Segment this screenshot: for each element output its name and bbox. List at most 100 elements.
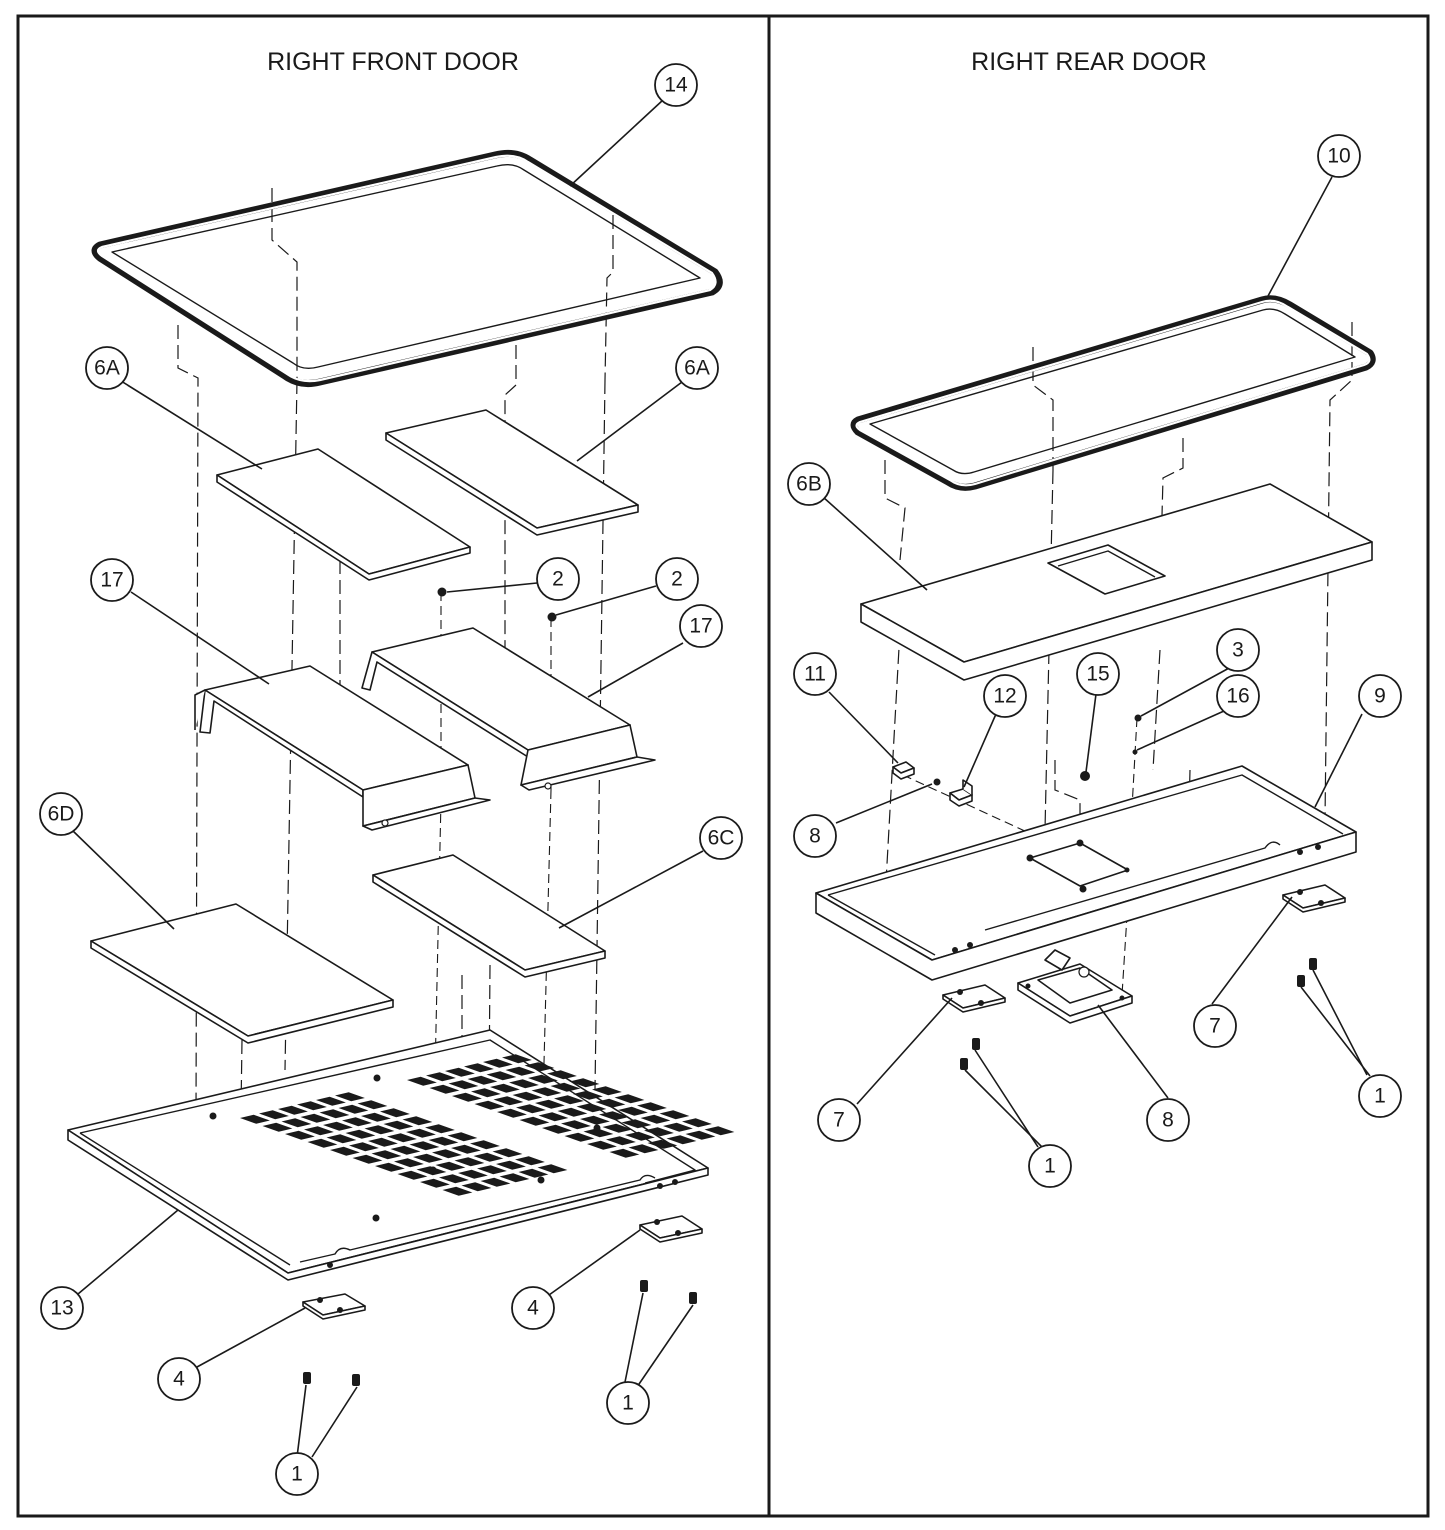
vent-grid-cell xyxy=(330,1146,360,1156)
vent-grid-cell xyxy=(614,1094,645,1104)
vent-grid-cell xyxy=(499,1173,530,1183)
svg-text:14: 14 xyxy=(664,74,688,97)
callout-1-right: 1 xyxy=(606,1381,650,1425)
svg-text:15: 15 xyxy=(1086,663,1109,686)
left-leader-lines xyxy=(71,99,704,1458)
vent-grid-cell xyxy=(397,1170,428,1180)
vent-grid-cell xyxy=(259,1110,289,1120)
vent-grid-cell xyxy=(547,1070,577,1080)
vent-grid-cell xyxy=(486,1071,517,1081)
vent-grid-cell xyxy=(451,1144,481,1154)
svg-text:1: 1 xyxy=(291,1463,303,1486)
svg-text:16: 16 xyxy=(1226,685,1249,708)
vent-grid-cell xyxy=(428,1136,459,1146)
vent-grid-cell xyxy=(474,1100,505,1110)
vent-grid-cell xyxy=(625,1131,655,1141)
screw-2-right xyxy=(547,612,557,622)
vent-grid-cell xyxy=(425,1124,455,1134)
vent-grid-cell xyxy=(471,1088,501,1098)
vent-grid-cell xyxy=(338,1104,369,1114)
vent-grid-cell xyxy=(319,1109,350,1119)
vent-grid-cell xyxy=(402,1116,433,1126)
vent-grid-cell xyxy=(505,1066,536,1076)
vent-grid-cell xyxy=(561,1120,591,1130)
vent-grid-cell xyxy=(628,1144,659,1154)
svg-text:6A: 6A xyxy=(684,357,710,380)
washer-16 xyxy=(1132,749,1138,755)
vent-grid-cell xyxy=(663,1122,693,1132)
vent-grid-cell xyxy=(512,1091,543,1101)
vent-grid-cell xyxy=(447,1132,478,1142)
door-seal-rear xyxy=(850,295,1376,491)
vent-grid-left xyxy=(240,1092,568,1196)
vent-grid-cell xyxy=(599,1111,629,1121)
vent-grid-cell xyxy=(580,1115,610,1125)
callout-6a-right: 6A xyxy=(675,346,719,390)
vent-grid-cell xyxy=(659,1110,690,1120)
vent-grid-cell xyxy=(509,1079,539,1089)
svg-text:6D: 6D xyxy=(48,803,75,826)
vent-grid-cell xyxy=(357,1100,388,1110)
vent-grid-cell xyxy=(502,1054,532,1064)
vent-grid-cell xyxy=(515,1156,545,1166)
callout-9: 9 xyxy=(1358,674,1402,718)
vent-grid-cell xyxy=(335,1092,365,1102)
vent-grid-cell xyxy=(387,1133,417,1143)
svg-text:7: 7 xyxy=(1209,1015,1221,1038)
vent-grid-cell xyxy=(448,1080,479,1090)
svg-text:17: 17 xyxy=(689,615,712,638)
vent-grid-cell xyxy=(542,1124,572,1134)
vent-grid-cell xyxy=(349,1142,379,1152)
vent-grid-cell xyxy=(380,1108,410,1118)
vent-grid-right xyxy=(407,1054,735,1158)
vent-grid-cell xyxy=(483,1058,513,1068)
nut-8-upper xyxy=(933,778,941,786)
hinge-7-left xyxy=(942,984,1006,1013)
screw-3 xyxy=(1134,714,1142,722)
vent-grid-cell xyxy=(644,1127,674,1137)
hinge-4-right xyxy=(639,1215,703,1243)
callout-6d: 6D xyxy=(39,792,83,836)
vent-grid-cell xyxy=(583,1128,614,1138)
vent-grid-cell xyxy=(416,1166,447,1176)
svg-text:7: 7 xyxy=(833,1109,845,1132)
vent-grid-cell xyxy=(480,1177,511,1187)
vent-grid-cell xyxy=(492,1148,523,1158)
vent-grid-cell xyxy=(278,1105,308,1115)
bracket-17-left xyxy=(194,665,491,831)
vent-grid-cell xyxy=(493,1096,524,1106)
vent-grid-cell xyxy=(518,1168,549,1178)
vent-grid-cell xyxy=(375,1162,405,1172)
vent-grid-cell xyxy=(569,1078,600,1088)
vent-grid-cell xyxy=(682,1118,712,1128)
screw-15 xyxy=(1080,771,1090,781)
vent-grid-cell xyxy=(496,1160,526,1170)
callout-6b: 6B xyxy=(787,462,831,506)
callout-15: 15 xyxy=(1076,652,1120,696)
vent-grid-cell xyxy=(602,1123,633,1133)
vent-grid-cell xyxy=(528,1074,558,1084)
vent-grid-cell xyxy=(345,1129,376,1139)
bolts-1-rear xyxy=(960,958,1317,1070)
small-part-11 xyxy=(892,761,915,780)
callout-6a-left: 6A xyxy=(85,346,129,390)
svg-text:4: 4 xyxy=(173,1368,185,1391)
svg-text:6C: 6C xyxy=(708,827,735,850)
vent-grid-cell xyxy=(300,1113,331,1123)
vent-grid-cell xyxy=(576,1103,607,1113)
vent-grid-cell xyxy=(452,1092,482,1102)
svg-text:12: 12 xyxy=(993,685,1016,708)
vent-grid-cell xyxy=(595,1098,626,1108)
svg-text:11: 11 xyxy=(804,663,826,686)
vent-grid-cell xyxy=(383,1120,414,1130)
vent-grid-cell xyxy=(445,1067,475,1077)
vent-grid-cell xyxy=(538,1112,569,1122)
callout-1-rear-left: 1 xyxy=(1028,1144,1072,1188)
vent-grid-cell xyxy=(297,1101,327,1111)
svg-text:3: 3 xyxy=(1232,639,1244,662)
insulation-pad-6d xyxy=(90,903,394,1044)
vent-grid-cell xyxy=(352,1154,383,1164)
vent-grid-cell xyxy=(316,1096,346,1106)
vent-grid-cell xyxy=(461,1182,492,1192)
vent-grid-cell xyxy=(281,1118,312,1128)
